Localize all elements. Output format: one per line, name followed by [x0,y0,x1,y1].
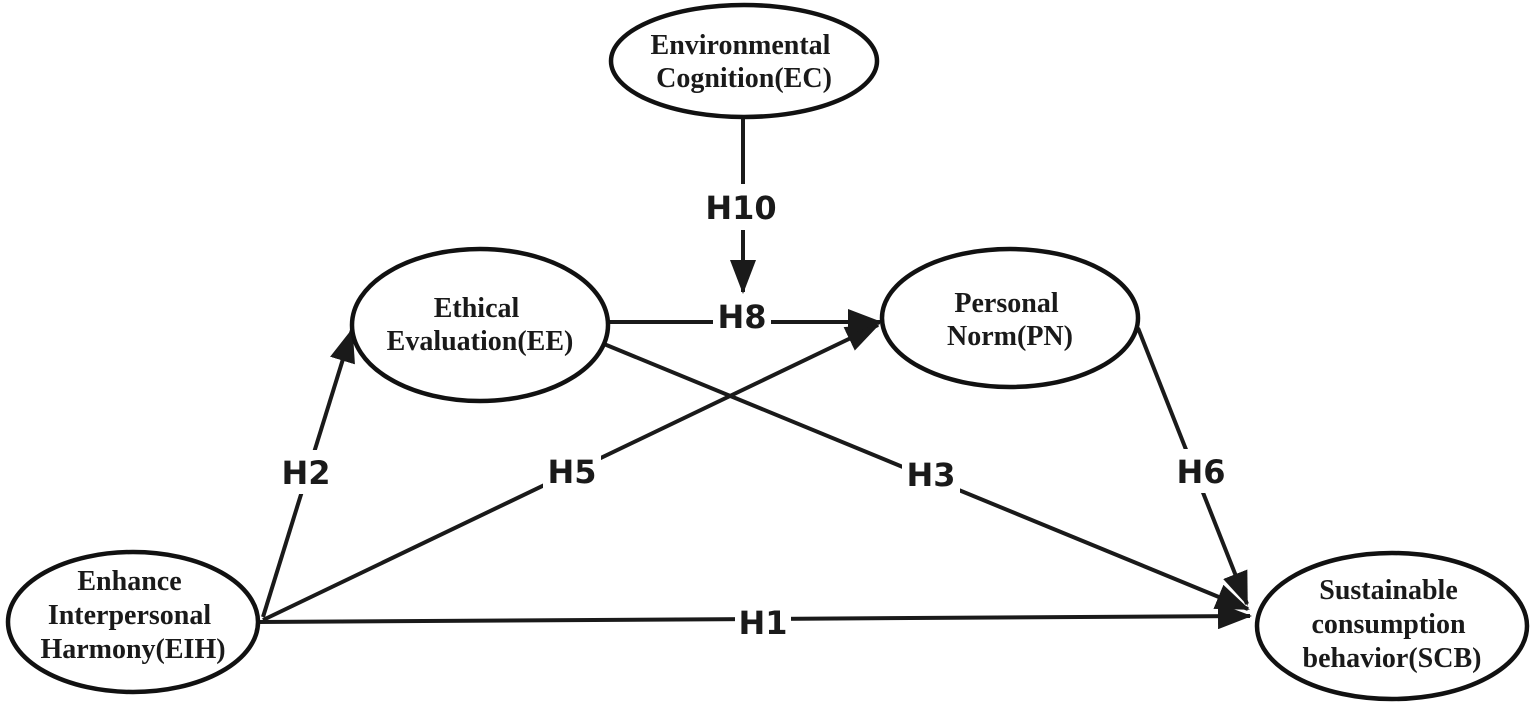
edge-h2-label: H2 [278,450,334,494]
node-environmental-cognition: Environmental Cognition(EC) [608,2,880,120]
edge-h8-label: H8 [713,297,771,336]
node-scb-ellipse [1254,550,1530,702]
node-personal-norm: Personal Norm(PN) [879,246,1141,390]
node-eih-label: Enhance Interpersonal Harmony(EIH) [40,566,225,665]
edge-h5-label: H5 [543,449,601,493]
nodes: Environmental Cognition(EC) Ethical Eval… [5,2,1530,702]
edge-labels: H1 H2 H3 H5 H6 H8 [278,184,1230,642]
svg-text:H2: H2 [281,454,330,492]
svg-text:H8: H8 [717,298,766,336]
svg-text:H6: H6 [1176,453,1225,491]
node-ee-ellipse [349,246,611,404]
node-sustainable-consumption-behavior: Sustainable consumption behavior(SCB) [1254,550,1530,702]
node-ec-label: Environmental Cognition(EC) [651,30,838,94]
svg-text:H3: H3 [906,456,955,494]
node-eih-ellipse [5,549,261,695]
svg-text:H1: H1 [738,604,787,642]
edge-h6-label: H6 [1172,449,1230,493]
svg-text:H10: H10 [705,189,776,227]
node-enhance-interpersonal-harmony: Enhance Interpersonal Harmony(EIH) [5,549,261,695]
node-ethical-evaluation: Ethical Evaluation(EE) [349,246,611,404]
node-pn-ellipse [879,246,1141,390]
edge-h3-label: H3 [902,452,960,496]
node-ec-ellipse [608,2,880,120]
edge-h1-label: H1 [735,602,791,642]
node-scb-label: Sustainable consumption behavior(SCB) [1303,575,1482,674]
svg-text:H5: H5 [547,453,596,491]
node-ee-label: Ethical Evaluation(EE) [387,293,574,357]
node-pn-label: Personal Norm(PN) [947,288,1073,352]
edge-h10-label: H10 [697,184,785,230]
